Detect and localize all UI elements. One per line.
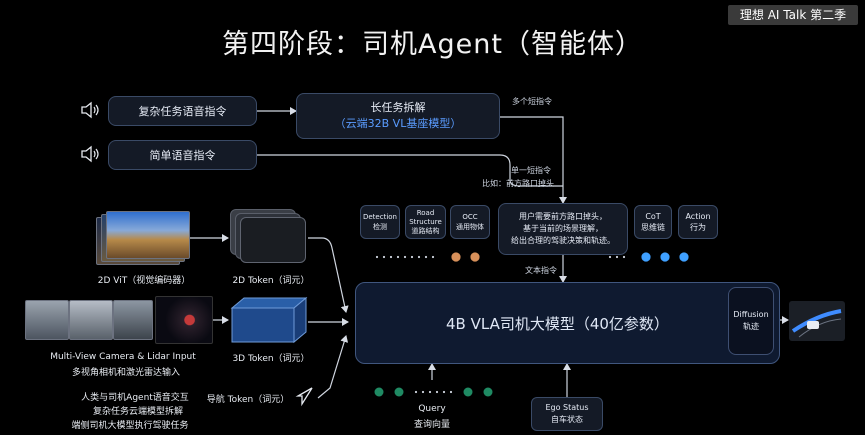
navigation-arrow-icon	[295, 387, 313, 407]
car-trajectory-icon	[789, 301, 845, 341]
arrow-simple-to-scene	[257, 154, 563, 187]
diffusion-box: Diffusion 轨迹	[728, 287, 774, 355]
occ-chip: OCC 通用物体	[450, 205, 490, 239]
blue-token-dot	[660, 252, 670, 262]
speaker-icon	[81, 101, 99, 119]
action-chip: Action 行为	[678, 205, 718, 239]
note-3: 端侧司机大模型执行驾驶任务	[71, 421, 189, 431]
note-1: 人类与司机Agent语音交互	[81, 393, 189, 403]
3d-token-label: 3D Token（词元）	[232, 354, 310, 364]
arrow-2dtoken-to-vla	[308, 237, 349, 313]
cot-chip-cn: 思维链	[641, 223, 665, 232]
single-short-label: 单一短指令	[511, 166, 551, 175]
occ-chip-cn: 通用物体	[456, 223, 484, 231]
query-dots	[374, 387, 493, 397]
text-instruction-label: 文本指令	[525, 266, 557, 275]
3d-token-block	[230, 296, 308, 344]
road-structure-chip: Road Structure 道路结构	[405, 205, 446, 239]
detection-chip: Detection 检测	[360, 205, 400, 239]
road-structure-chip-en: Road Structure	[409, 208, 442, 226]
long-task-title: 长任务拆解	[370, 101, 426, 114]
simple-voice-label: 简单语音指令	[149, 149, 216, 162]
long-task-model: （云端32B VL基座模型）	[334, 117, 462, 130]
road-structure-chip-cn: 道路结构	[411, 226, 440, 235]
ego-status-en: Ego Status	[545, 403, 589, 412]
orange-token-dot	[470, 252, 480, 262]
orange-token-dot	[451, 252, 461, 262]
ego-status-cn: 自车状态	[551, 415, 583, 424]
ego-status-box: Ego Status 自车状态	[531, 397, 603, 431]
detection-chip-en: Detection	[362, 213, 397, 221]
example-label: 比如：前方路口掉头	[482, 179, 554, 188]
action-chip-cn: 行为	[690, 223, 706, 232]
arrow-nav-to-vla	[317, 335, 349, 399]
simple-voice-box: 简单语音指令	[108, 140, 257, 170]
nav-token-label: 导航 Token（词元）	[206, 395, 290, 405]
multi-view-images	[25, 296, 213, 344]
cot-chip: CoT 思维链	[634, 205, 672, 239]
diffusion-label-en: Diffusion	[733, 310, 769, 319]
occ-chip-en: OCC	[462, 213, 478, 221]
blue-token-dot	[641, 252, 651, 262]
vla-model-box: 4B VLA司机大模型（40亿参数）	[355, 282, 780, 364]
vit-label: 2D ViT（视觉编码器）	[97, 276, 191, 286]
camera-lidar-label-en: Multi-View Camera & Lidar Input	[50, 352, 196, 362]
query-label-en: Query	[418, 404, 446, 414]
camera-images-stack	[96, 211, 190, 265]
arrow-longtask-to-scene	[500, 116, 567, 204]
cot-chip-en: CoT	[645, 212, 661, 221]
scene-line-1: 用户需要前方路口掉头，	[519, 212, 607, 221]
diffusion-label-cn: 轨迹	[743, 322, 759, 331]
page-title: 第四阶段：司机Agent（智能体）	[222, 29, 643, 60]
detection-chip-cn: 检测	[373, 223, 387, 231]
watermark-badge: 理想 AI Talk 第二季	[728, 5, 858, 25]
2d-token-label: 2D Token（词元）	[232, 276, 310, 286]
scene-line-3: 给出合理的驾驶决策和轨迹。	[511, 236, 615, 245]
action-chip-en: Action	[685, 212, 711, 221]
2d-token-stack	[230, 209, 310, 267]
token-dots-row	[375, 252, 689, 262]
speaker-icon	[81, 145, 99, 163]
multi-short-label: 多个短指令	[512, 97, 552, 106]
blue-token-dot	[679, 252, 689, 262]
note-2: 复杂任务云端模型拆解	[92, 407, 183, 417]
query-label-cn: 查询向量	[413, 420, 450, 430]
vla-model-title: 4B VLA司机大模型（40亿参数）	[446, 314, 669, 333]
complex-voice-label: 复杂任务语音指令	[138, 105, 227, 118]
scene-line-2: 基于当前的场景理解，	[523, 224, 603, 233]
complex-voice-box: 复杂任务语音指令	[108, 96, 257, 126]
long-task-box: 长任务拆解 （云端32B VL基座模型）	[296, 93, 500, 139]
scene-understanding-box: 用户需要前方路口掉头， 基于当前的场景理解， 给出合理的驾驶决策和轨迹。	[498, 203, 628, 255]
camera-lidar-label-cn: 多视角相机和激光雷达输入	[71, 368, 180, 378]
